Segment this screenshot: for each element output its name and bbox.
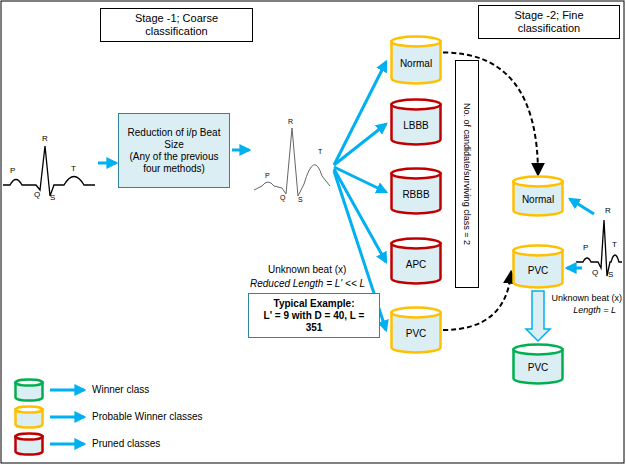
hollow-arrow bbox=[526, 291, 550, 341]
class-name: PVC bbox=[390, 328, 442, 339]
ecg-waveform bbox=[576, 220, 622, 276]
class-name: PVC bbox=[512, 362, 564, 373]
class-cylinder: Normal bbox=[512, 175, 564, 217]
box-heading: Typical Example: bbox=[274, 298, 355, 310]
text-label: S bbox=[608, 270, 613, 279]
class-name: Normal bbox=[512, 194, 564, 205]
legend-arrow bbox=[50, 389, 84, 392]
cylinder-top bbox=[16, 434, 43, 440]
cylinder-top bbox=[16, 380, 43, 386]
box-text: (Any of the previous four methods) bbox=[124, 151, 224, 175]
flow-arrow bbox=[232, 149, 249, 152]
class-cylinder: RBBB bbox=[390, 167, 442, 215]
text-label: Unknown beat (x) bbox=[551, 293, 622, 303]
legend-arrow bbox=[50, 416, 84, 419]
text-label: P bbox=[583, 243, 588, 252]
box-heading: Reduction of i/p Beat Size bbox=[124, 127, 224, 151]
cylinder-top bbox=[392, 308, 441, 318]
cylinder-top bbox=[514, 177, 563, 187]
text-label: T bbox=[612, 240, 617, 249]
legend-swatch bbox=[14, 378, 44, 402]
candidate-box: No. of candidate/surviving class = 2 bbox=[455, 60, 479, 288]
text-label: Length = L bbox=[573, 305, 616, 315]
class-name: LBBB bbox=[390, 120, 442, 131]
cylinder-top bbox=[16, 407, 43, 413]
text-label: Reduced Length = L' << L bbox=[250, 278, 365, 290]
text-label: T bbox=[71, 164, 76, 173]
cylinder-top bbox=[514, 345, 563, 355]
text-label: R bbox=[42, 134, 48, 143]
class-cylinder: APC bbox=[390, 237, 442, 285]
legend-swatch bbox=[14, 432, 44, 456]
text-label: Unknown beat (x) bbox=[268, 264, 346, 276]
class-cylinder: PVC bbox=[390, 306, 442, 354]
box-text: L' = 9 with D = 40, L = 351 bbox=[254, 310, 374, 334]
ecg-waveform bbox=[3, 146, 95, 196]
legend-swatch bbox=[14, 405, 44, 429]
legend-text: Probable Winner classes bbox=[92, 411, 203, 423]
text-label: T bbox=[318, 148, 322, 156]
class-cylinder: Normal bbox=[390, 35, 442, 85]
class-name: PVC bbox=[512, 265, 564, 276]
cylinder-top bbox=[392, 169, 441, 179]
cylinder-top bbox=[514, 246, 563, 256]
example-box: Typical Example:L' = 9 with D = 40, L = … bbox=[248, 293, 380, 338]
box-heading: Stage -1; Coarse classification bbox=[106, 12, 247, 38]
box-heading: Stage -2; Fine classification bbox=[484, 9, 614, 35]
class-cylinder: PVC bbox=[512, 244, 564, 289]
cylinder-top bbox=[392, 37, 441, 47]
legend-arrow bbox=[50, 443, 84, 446]
text-label: S bbox=[50, 193, 55, 202]
process-box: Reduction of i/p Beat Size(Any of the pr… bbox=[118, 113, 230, 188]
flow-arrow bbox=[570, 199, 594, 214]
text-label: R bbox=[288, 118, 293, 126]
legend-text: Winner class bbox=[92, 384, 149, 396]
class-cylinder: LBBB bbox=[390, 98, 442, 146]
vertical-text: No. of candidate/surviving class = 2 bbox=[462, 103, 473, 245]
cylinder-top bbox=[392, 239, 441, 249]
flow-arrow bbox=[334, 62, 386, 165]
class-cylinder: PVC bbox=[512, 343, 564, 385]
reduced-ecg-waveform bbox=[254, 128, 330, 196]
stage-box: Stage -1; Coarse classification bbox=[100, 8, 253, 42]
flow-arrow bbox=[334, 124, 386, 165]
flow-arrow bbox=[98, 162, 116, 165]
text-label: R bbox=[605, 206, 611, 215]
stage-box: Stage -2; Fine classification bbox=[478, 5, 620, 39]
text-label: P bbox=[265, 172, 270, 180]
text-label: Q bbox=[34, 190, 40, 199]
text-label: P bbox=[10, 166, 15, 175]
cylinder-top bbox=[392, 100, 441, 110]
class-name: Normal bbox=[390, 58, 442, 69]
flow-arrow bbox=[567, 267, 582, 270]
class-name: RBBB bbox=[390, 189, 442, 200]
flow-arrow bbox=[334, 167, 386, 192]
text-label: Q bbox=[592, 268, 598, 277]
legend-text: Pruned classes bbox=[92, 438, 160, 450]
text-label: Q bbox=[280, 194, 285, 202]
class-name: APC bbox=[390, 259, 442, 270]
text-label: S bbox=[298, 196, 303, 204]
